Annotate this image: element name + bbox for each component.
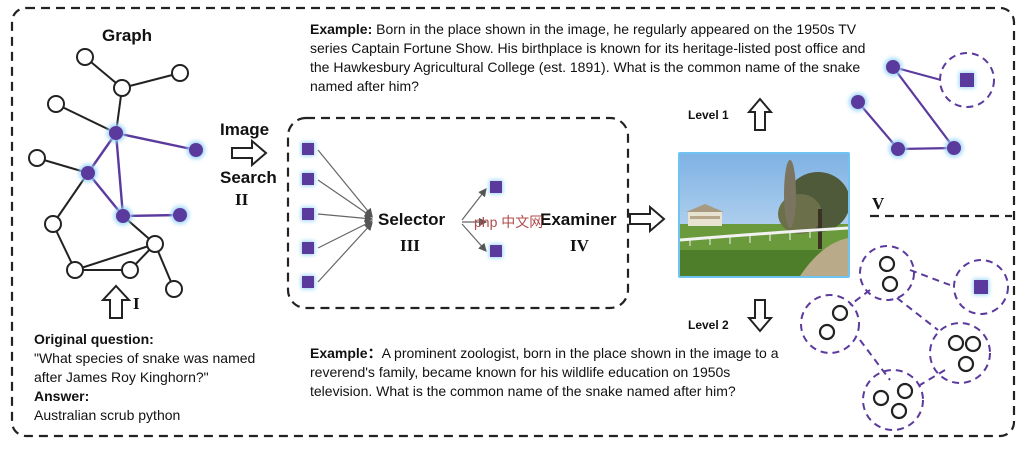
step-search-label: Search [220,168,277,187]
answer-label: Answer: [34,388,90,404]
original-question-text: "What species of snake was named after J… [34,350,256,385]
numeral-v: V [872,194,885,213]
step-examiner-label: Examiner [540,210,617,229]
location-photo [678,152,850,278]
level2-down-arrow-icon [746,299,774,333]
selection-dashed-box [286,116,630,310]
selected-image-squares [461,180,503,258]
level1-label: Level 1 [688,108,729,122]
numeral-i: I [133,294,140,313]
level2-label: Level 2 [688,318,729,332]
graph-highlight-path [87,131,197,218]
candidate-image-squares [301,142,374,289]
level2-graph [800,245,1009,431]
example-bottom-label: Example： [310,345,382,361]
numeral-iv: IV [570,236,589,255]
example-top-label: Example: [310,21,373,37]
answer-text: Australian scrub python [34,407,181,423]
knowledge-graph [36,56,181,290]
example-bottom-text: A prominent zoologist, born in the place… [310,345,779,399]
level1-graph [849,52,995,158]
original-question-block: Original question: "What species of snak… [34,330,274,425]
numeral-ii: II [235,190,249,209]
right-arrow-icon-2 [629,204,666,234]
graph-title: Graph [102,26,153,45]
example-bottom: Example：A prominent zoologist, born in t… [310,344,780,401]
step-image-label: Image [220,120,270,139]
cricket-ground-image [680,154,848,276]
step-selector-label: Selector [378,210,446,229]
numeral-iii: III [400,236,420,255]
outer-dashed-frame [10,6,1016,438]
original-question-label: Original question: [34,331,154,347]
example-top: Example: Born in the place shown in the … [310,20,870,96]
watermark: php 中文网 [474,214,544,230]
example-top-text: Born in the place shown in the image, he… [310,21,866,94]
up-arrow-icon [100,284,132,319]
level1-up-arrow-icon [746,97,774,131]
graph-nodes [28,48,205,298]
right-arrow-icon [231,138,268,168]
